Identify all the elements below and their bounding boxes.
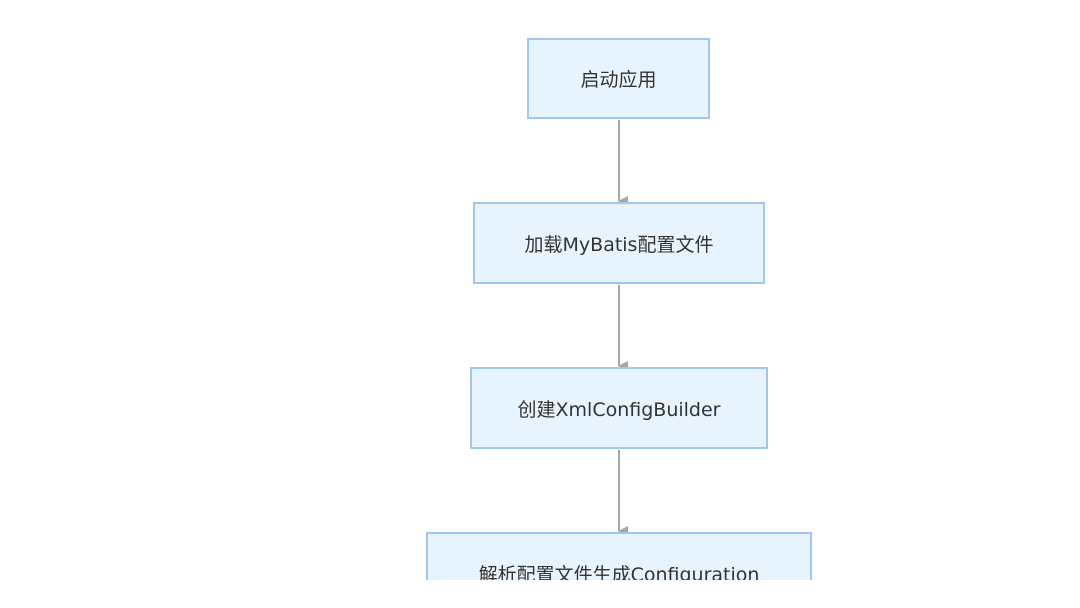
node-start-app-label: 启动应用: [580, 69, 657, 91]
node-create-xmlconfigbuilder: 创建XmlConfigBuilder: [470, 367, 768, 449]
flowchart-edges: [618, 120, 628, 536]
node-load-mybatis-config-label: 加载MyBatis配置文件: [524, 233, 714, 256]
node-load-mybatis-config: 加载MyBatis配置文件: [473, 202, 765, 284]
flowchart-canvas: 启动应用 加载MyBatis配置文件 创建XmlConfigBuilder 解析…: [426, 38, 812, 580]
node-parse-config-generate-configuration: 解析配置文件生成Configuration: [426, 532, 812, 580]
node-start-app: 启动应用: [527, 38, 710, 119]
node-create-xmlconfigbuilder-label: 创建XmlConfigBuilder: [517, 398, 721, 421]
node-parse-config-generate-configuration-label: 解析配置文件生成Configuration: [478, 563, 760, 581]
